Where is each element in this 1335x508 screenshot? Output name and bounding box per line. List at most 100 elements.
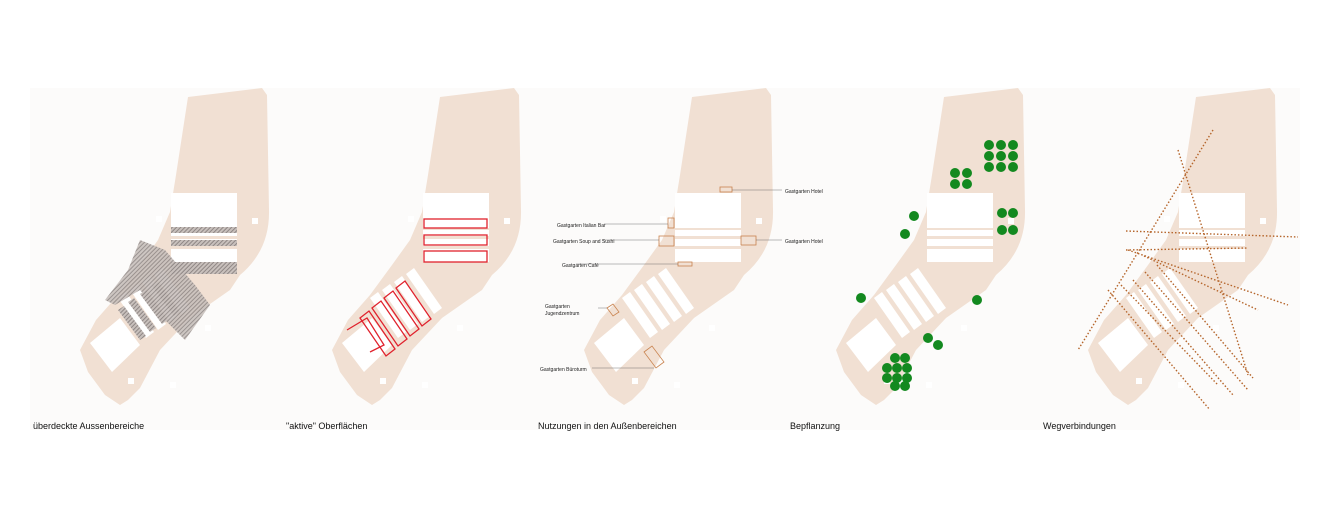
label-gastgarten-cafe: Gastgarten Café: [562, 263, 599, 269]
path-connection: [1177, 149, 1249, 376]
row-house: [874, 292, 910, 338]
building-strip: [675, 230, 741, 236]
building-strip: [1179, 239, 1245, 246]
building-strip: [927, 239, 993, 246]
row-house: [394, 276, 430, 322]
site-plan: [80, 88, 270, 405]
service-box: [632, 378, 638, 384]
label-gastgarten-hotel-top: Gastgarten Hotel: [785, 189, 823, 195]
tree: [890, 353, 900, 363]
building-hotel: [675, 193, 741, 228]
building-block: [171, 249, 237, 262]
row-house: [886, 284, 922, 330]
service-box: [205, 325, 211, 331]
caption-covered-areas: überdeckte Aussenbereiche: [33, 421, 145, 431]
service-box: [1136, 378, 1142, 384]
building-hotel: [927, 193, 993, 228]
row-house: [370, 292, 406, 338]
service-box: [408, 216, 414, 222]
service-box: [1008, 218, 1014, 224]
building-block: [927, 249, 993, 262]
service-box: [156, 216, 162, 222]
tree: [882, 373, 892, 383]
tree: [902, 363, 912, 373]
service-box: [961, 325, 967, 331]
service-box: [422, 382, 428, 388]
tree: [900, 229, 910, 239]
path-connection: [1127, 249, 1289, 306]
row-house: [658, 268, 694, 314]
active-strip: [423, 250, 488, 263]
service-box: [252, 218, 258, 224]
label-gastgarten-hotel-right: Gastgarten Hotel: [785, 239, 823, 245]
path-connection: [1125, 247, 1249, 251]
service-box: [128, 378, 134, 384]
path-connection: [1077, 129, 1214, 351]
site-area: [836, 88, 1026, 405]
tree: [1008, 140, 1018, 150]
covered-strip: [171, 227, 237, 233]
path-connection: [1132, 279, 1234, 396]
service-box: [457, 325, 463, 331]
row-house: [910, 268, 946, 314]
service-box: [926, 382, 932, 388]
tree: [962, 168, 972, 178]
building-strip: [927, 230, 993, 236]
caption-usages: Nutzungen in den Außenbereichen: [538, 421, 677, 431]
tree: [892, 363, 902, 373]
covered-bar: [140, 290, 168, 324]
path-connection: [1125, 230, 1299, 238]
service-box: [380, 378, 386, 384]
tree: [950, 179, 960, 189]
tree: [1008, 151, 1018, 161]
tree: [900, 353, 910, 363]
tree: [882, 363, 892, 373]
label-gastgarten-soup-sushi: Gastgarten Soup and Sushi: [553, 239, 614, 245]
site-plan: [576, 88, 782, 405]
usage-soup-sushi: [658, 235, 675, 247]
tree: [909, 211, 919, 221]
building-tower: [594, 318, 644, 372]
tree: [984, 162, 994, 172]
site-area: [1088, 88, 1278, 405]
row-house: [1126, 292, 1162, 338]
usage-hotel-top: [719, 186, 733, 193]
site-plan: [1077, 88, 1299, 411]
usage-jugendzentrum: [606, 303, 620, 317]
active-area: [346, 317, 385, 353]
tree: [890, 381, 900, 391]
label-gastgarten-jugend-2: Jugendzentrum: [545, 311, 579, 317]
building-strip: [1179, 230, 1245, 236]
caption-path-connections: Wegverbindungen: [1043, 421, 1116, 431]
usage-italian-bar: [667, 217, 675, 229]
covered-bar: [118, 306, 146, 340]
building-block: [423, 249, 489, 262]
service-box: [504, 218, 510, 224]
tree: [996, 151, 1006, 161]
service-box: [674, 382, 680, 388]
building-block: [675, 249, 741, 262]
path-connection: [1143, 255, 1259, 311]
site-area: [80, 88, 270, 405]
row-house: [382, 284, 418, 330]
site-plan: [836, 88, 1026, 405]
label-gastgarten-bueroturm: Gastgarten Büroturm: [540, 367, 587, 373]
building-hotel: [171, 193, 237, 228]
label-gastgarten-jugend-1: Gastgarten: [545, 304, 570, 310]
active-bar: [383, 290, 420, 337]
service-box: [660, 216, 666, 222]
tree: [972, 295, 982, 305]
tree: [856, 293, 866, 303]
tree: [984, 140, 994, 150]
tree: [1008, 225, 1018, 235]
active-bar: [371, 300, 408, 347]
tree: [962, 179, 972, 189]
label-gastgarten-italian-bar: Gastgarten Italian Bar: [557, 223, 606, 229]
active-strip: [423, 218, 488, 229]
active-bar: [359, 310, 396, 357]
covered-strip: [171, 262, 237, 274]
building-block: [1179, 249, 1245, 262]
